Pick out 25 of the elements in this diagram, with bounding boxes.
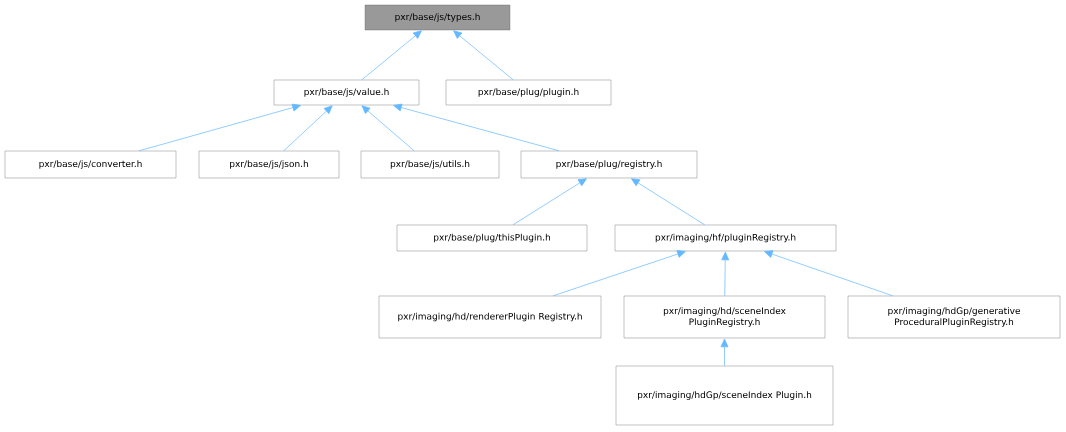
arrow <box>720 338 729 367</box>
file-box: pxr/base/js/utils.h <box>360 150 500 179</box>
file-box: pxr/base/plug/thisPlugin.h <box>396 224 588 252</box>
file-box: pxr/imaging/hf/pluginRegistry.h <box>614 224 837 252</box>
arrow <box>764 250 894 297</box>
arrow <box>393 103 560 152</box>
file-box: pxr/imaging/hd/sceneIndex PluginRegistry.h <box>623 295 826 339</box>
file-box: pxr/imaging/hd/rendererPlugin Registry.h <box>378 295 602 339</box>
arrow <box>361 30 422 81</box>
file-box: pxr/imaging/hdGp/generative ProceduralPluginRegistry.h <box>847 295 1061 339</box>
file-box: pxr/base/js/json.h <box>198 150 340 179</box>
file-box: pxr/base/js/value.h <box>273 79 420 106</box>
file-box: pxr/base/js/types.h <box>364 4 511 31</box>
arrow <box>138 103 301 152</box>
arrow <box>283 105 333 152</box>
arrow <box>631 178 705 226</box>
arrow <box>453 30 514 81</box>
arrow <box>721 251 730 297</box>
arrow <box>512 178 587 226</box>
arrow <box>552 250 686 297</box>
arrow <box>361 105 415 152</box>
file-box: pxr/base/js/converter.h <box>4 150 177 179</box>
file-box: pxr/base/plug/registry.h <box>520 150 698 179</box>
file-box: pxr/base/plug/plugin.h <box>445 79 612 106</box>
file-box: pxr/imaging/hdGp/sceneIndex Plugin.h <box>615 365 834 426</box>
